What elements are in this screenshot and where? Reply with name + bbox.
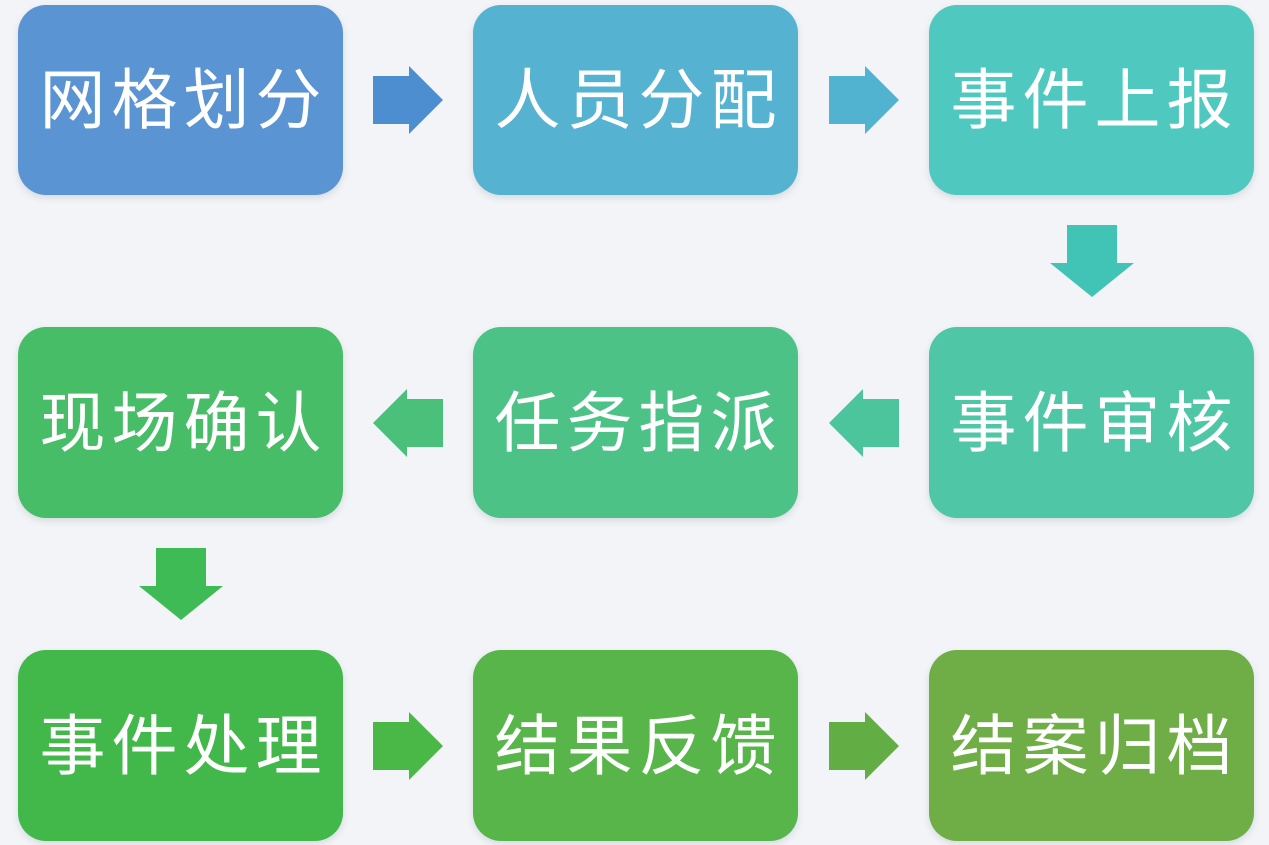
flow-step-label: 事件上报 [950, 63, 1239, 137]
flow-step-label: 现场确认 [39, 385, 328, 460]
flow-step-7: 事件处理 [18, 650, 343, 841]
flow-arrow-left-icon [828, 388, 899, 457]
flow-step-9: 结案归档 [929, 650, 1254, 841]
flow-arrow-right-icon [828, 66, 899, 134]
flow-step-label: 网格划分 [39, 63, 328, 137]
flow-step-label: 结案归档 [950, 708, 1239, 783]
flow-step-4: 事件审核 [929, 327, 1254, 518]
flow-arrow-right-icon [373, 711, 443, 780]
flow-step-label: 人员分配 [494, 63, 783, 137]
arrow-shape [828, 388, 899, 457]
flow-step-label: 事件处理 [39, 708, 328, 783]
arrow-shape [828, 711, 899, 780]
flow-arrow-down-icon [138, 548, 223, 620]
flow-step-6: 现场确认 [18, 327, 343, 518]
flow-arrow-down-icon [1049, 225, 1134, 297]
flow-arrow-left-icon [373, 388, 443, 457]
arrow-shape [373, 66, 443, 134]
flow-step-8: 结果反馈 [473, 650, 798, 841]
arrow-shape [1049, 225, 1134, 297]
arrow-shape [373, 388, 443, 457]
flow-step-label: 事件审核 [950, 385, 1239, 460]
flow-arrow-right-icon [828, 711, 899, 780]
flow-step-5: 任务指派 [473, 327, 798, 518]
flow-arrow-right-icon [373, 66, 443, 134]
flow-step-label: 结果反馈 [494, 708, 783, 783]
arrow-shape [373, 711, 443, 780]
flow-step-1: 网格划分 [18, 5, 343, 195]
flow-step-label: 任务指派 [494, 385, 783, 460]
arrow-shape [828, 66, 899, 134]
flow-step-3: 事件上报 [929, 5, 1254, 195]
flow-step-2: 人员分配 [473, 5, 798, 195]
arrow-shape [138, 548, 223, 620]
